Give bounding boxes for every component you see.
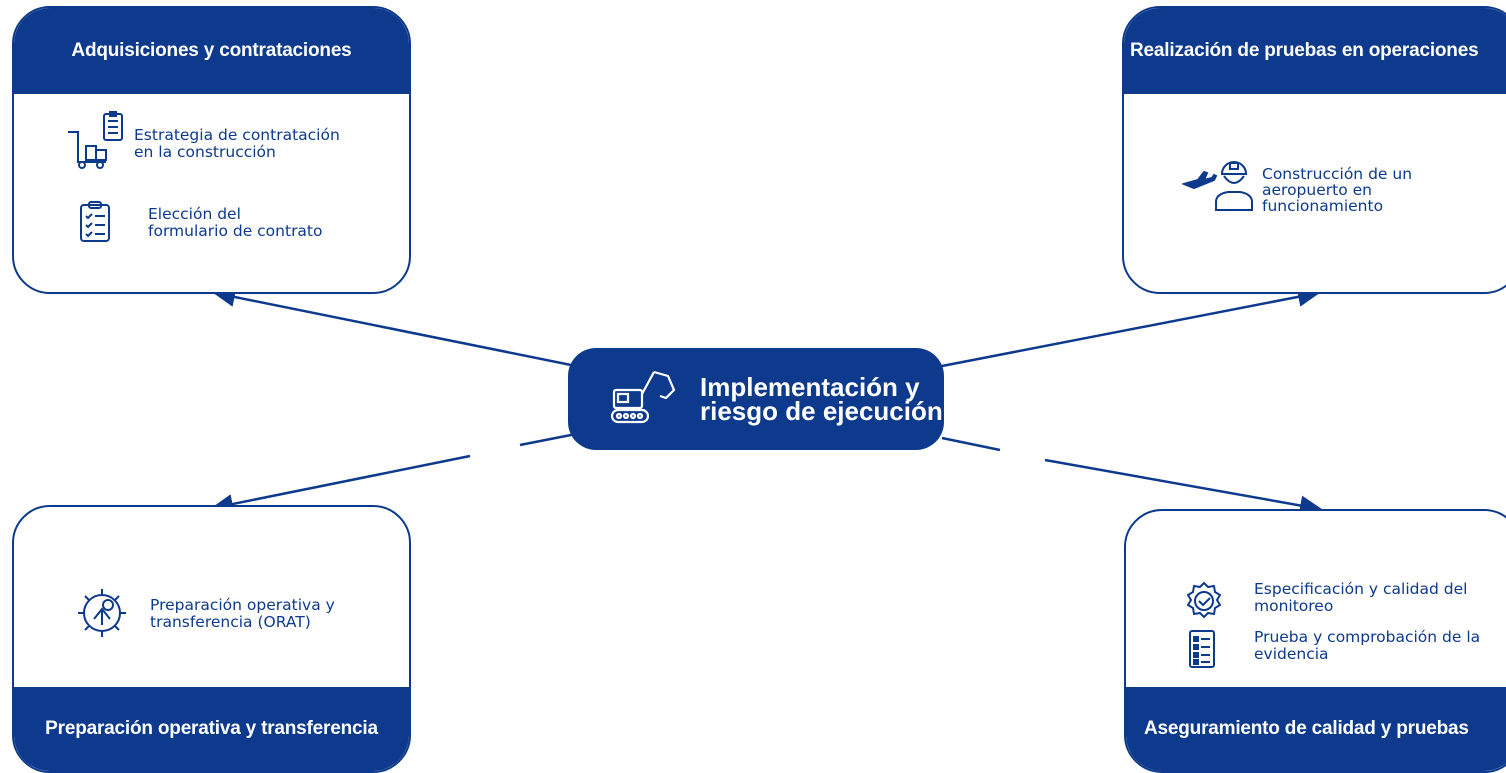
card-testing-ops: Realización de pruebas en operaciones Co… <box>1122 6 1506 294</box>
item-evidence-check-line2: evidencia <box>1254 645 1329 663</box>
arrow-to-testing-ops <box>941 286 1321 368</box>
item-monitoring-quality: Especificación y calidad del monitoreo <box>1184 581 1467 626</box>
item-orat-line2: transferencia (ORAT) <box>150 613 311 631</box>
card-readiness: Preparación operativa y transferencia (O… <box>12 505 411 773</box>
document-list-icon <box>1188 629 1254 674</box>
gear-lightbulb-icon <box>74 585 150 646</box>
center-title-line2: riesgo de ejecución <box>700 396 943 426</box>
item-orat-line1: Preparación operativa y <box>150 596 335 614</box>
card-testing-ops-title: Realización de pruebas en operaciones <box>1124 8 1506 94</box>
item-contract-form-line1: Elección del <box>148 205 241 223</box>
item-contracting-strategy-line1: Estrategia de contratación <box>134 126 340 144</box>
item-contract-form-line2: formulario de contrato <box>148 222 323 240</box>
item-operational-airport-line2: aeropuerto en <box>1262 181 1372 199</box>
arrow-to-procurement <box>212 287 577 368</box>
item-orat: Preparación operativa y transferencia (O… <box>74 585 335 646</box>
card-quality: Especificación y calidad del monitoreo P… <box>1124 509 1506 773</box>
item-monitoring-quality-line1: Especificación y calidad del <box>1254 580 1468 598</box>
item-operational-airport-line1: Construcción de un <box>1262 165 1413 183</box>
arrow-to-readiness-b <box>210 454 471 514</box>
card-quality-title: Aseguramiento de calidad y pruebas <box>1126 687 1506 771</box>
card-procurement-title: Adquisiciones y contrataciones <box>14 8 409 94</box>
procurement-cart-icon <box>66 110 134 175</box>
card-readiness-title: Preparación operativa y transferencia <box>14 687 409 771</box>
airplane-worker-icon <box>1180 160 1262 217</box>
item-contracting-strategy: Estrategia de contratación en la constru… <box>66 110 340 175</box>
center-node: Implementación y riesgo de ejecución <box>568 348 944 450</box>
arrow-to-readiness-a <box>519 432 577 447</box>
item-operational-airport: Construcción de un aeropuerto en funcion… <box>1180 160 1413 217</box>
check-badge-icon <box>1184 581 1254 626</box>
arrow-to-quality-a <box>941 436 1001 452</box>
item-contract-form: Elección del formulario de contrato <box>78 200 323 249</box>
item-contracting-strategy-line2: en la construcción <box>134 143 276 161</box>
item-evidence-check: Prueba y comprobación de la evidencia <box>1188 629 1480 674</box>
excavator-icon <box>608 366 678 433</box>
clipboard-checklist-icon <box>78 200 148 249</box>
item-monitoring-quality-line2: monitoreo <box>1254 597 1334 615</box>
card-procurement: Adquisiciones y contrataciones Estrategi… <box>12 6 411 294</box>
arrow-to-quality-b <box>1044 458 1323 516</box>
center-title-line1: Implementación y <box>700 372 920 402</box>
item-evidence-check-line1: Prueba y comprobación de la <box>1254 628 1481 646</box>
item-operational-airport-line3: funcionamiento <box>1262 197 1384 215</box>
